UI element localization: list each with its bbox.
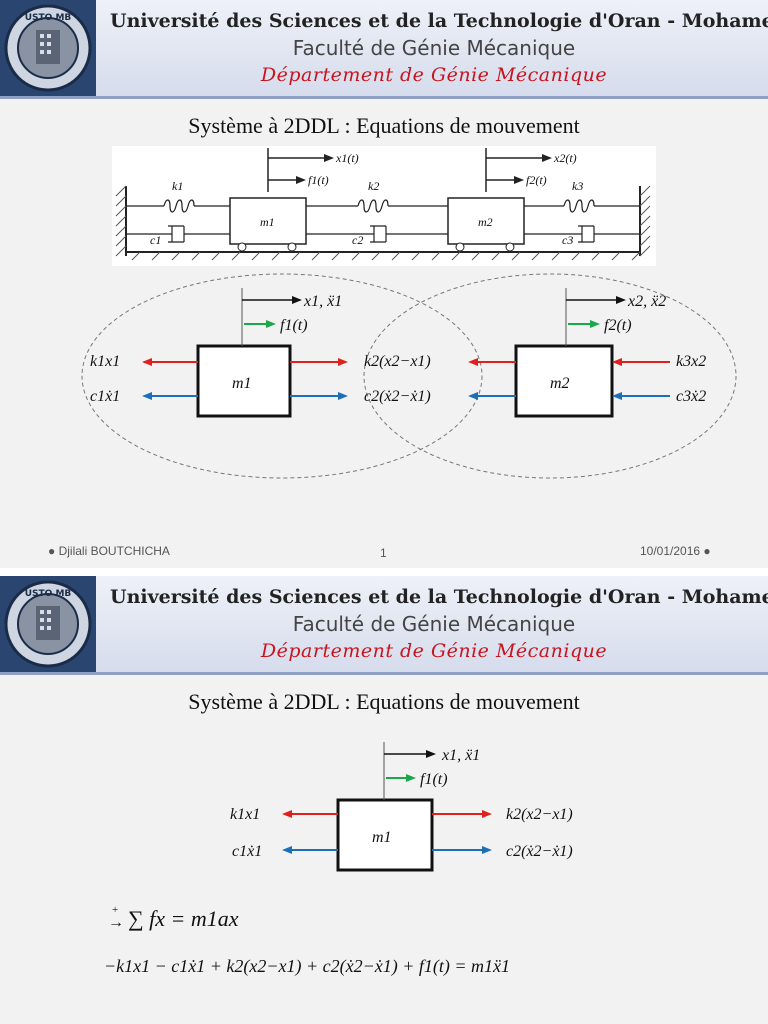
footer-page-number: 1 bbox=[380, 546, 387, 560]
svg-text:k1x1: k1x1 bbox=[230, 806, 260, 823]
mass-spring-damper-schematic: x1(t) f1(t) x2(t) f2(t) k1 k2 k3 c1 c2 c… bbox=[112, 146, 656, 266]
svg-text:f1(t): f1(t) bbox=[308, 173, 329, 187]
footer-date: 10/01/2016 ● bbox=[640, 544, 711, 558]
faculty-name: Faculté de Génie Mécanique bbox=[292, 36, 576, 60]
faculty-name: Faculté de Génie Mécanique bbox=[292, 612, 576, 636]
svg-text:c1ẋ1: c1ẋ1 bbox=[232, 843, 262, 860]
mass-1 bbox=[229, 197, 307, 245]
svg-text:k1x1: k1x1 bbox=[90, 353, 120, 370]
svg-text:c1ẋ1: c1ẋ1 bbox=[90, 388, 120, 405]
slide-title: Système à 2DDL : Equations de mouvement bbox=[188, 113, 580, 138]
svg-text:USTO MB: USTO MB bbox=[25, 589, 72, 599]
svg-text:x2(t): x2(t) bbox=[553, 151, 577, 165]
department-name: Département de Génie Mécanique bbox=[260, 640, 608, 662]
svg-text:x1, ẍ1: x1, ẍ1 bbox=[303, 293, 342, 310]
svg-text:c3ẋ2: c3ẋ2 bbox=[676, 388, 706, 405]
svg-text:x1, ẍ1: x1, ẍ1 bbox=[441, 747, 480, 764]
svg-text:c3: c3 bbox=[562, 233, 573, 247]
university-name: Université des Sciences et de la Technol… bbox=[110, 10, 768, 32]
svg-text:x1(t): x1(t) bbox=[335, 151, 359, 165]
svg-text:m1: m1 bbox=[232, 375, 252, 392]
svg-text:k2(x2−x1): k2(x2−x1) bbox=[364, 353, 431, 370]
university-name: Université des Sciences et de la Technol… bbox=[110, 586, 768, 608]
slide-header: USTO MB Université des Sciences et de la… bbox=[0, 0, 768, 99]
university-logo: USTO MB bbox=[0, 0, 96, 96]
sign-arrow: → bbox=[108, 914, 124, 931]
mass-2 bbox=[447, 197, 525, 245]
svg-text:k3x2: k3x2 bbox=[676, 353, 706, 370]
svg-text:k1: k1 bbox=[172, 179, 183, 193]
slide-title: Système à 2DDL : Equations de mouvement bbox=[188, 689, 580, 714]
free-body-diagrams: x1, ẍ1 f1(t) x2, ẍ2 f2(t) k1x1 c1ẋ1 k2(x… bbox=[81, 273, 737, 479]
svg-text:c1: c1 bbox=[150, 233, 161, 247]
svg-text:k2(x2−x1): k2(x2−x1) bbox=[506, 806, 573, 823]
svg-text:c2: c2 bbox=[352, 233, 363, 247]
slide-2: USTO MB Université des Sciences et de la… bbox=[0, 576, 768, 1024]
sum-of-forces-equation: ∑ fx = m1ax bbox=[128, 906, 239, 931]
svg-text:k3: k3 bbox=[572, 179, 583, 193]
slide-header: USTO MB Université des Sciences et de la… bbox=[0, 576, 768, 675]
svg-text:USTO MB: USTO MB bbox=[25, 13, 72, 23]
sign-convention: + bbox=[112, 904, 119, 916]
svg-text:k2: k2 bbox=[368, 179, 379, 193]
svg-text:m2: m2 bbox=[478, 215, 493, 229]
free-body-diagram-m1: x1, ẍ1 f1(t) k1x1 c1ẋ1 k2(x2−x1) c2(ẋ2−ẋ… bbox=[230, 742, 573, 872]
slide-1: USTO MB Université des Sciences et de la… bbox=[0, 0, 768, 568]
department-name: Département de Génie Mécanique bbox=[260, 64, 608, 86]
svg-text:f1(t): f1(t) bbox=[280, 317, 308, 334]
svg-text:x2, ẍ2: x2, ẍ2 bbox=[627, 293, 666, 310]
svg-text:f2(t): f2(t) bbox=[604, 317, 632, 334]
svg-text:m1: m1 bbox=[372, 829, 392, 846]
svg-text:c2(ẋ2−ẋ1): c2(ẋ2−ẋ1) bbox=[364, 388, 431, 405]
svg-text:c2(ẋ2−ẋ1): c2(ẋ2−ẋ1) bbox=[506, 843, 573, 860]
svg-text:m1: m1 bbox=[260, 215, 275, 229]
university-logo: USTO MB bbox=[0, 576, 96, 672]
svg-text:f2(t): f2(t) bbox=[526, 173, 547, 187]
svg-text:m2: m2 bbox=[550, 375, 570, 392]
footer-author: ● Djilali BOUTCHICHA bbox=[48, 544, 170, 558]
svg-text:f1(t): f1(t) bbox=[420, 771, 448, 788]
equation-of-motion: −k1x1 − c1ẋ1 + k2(x2−x1) + c2(ẋ2−ẋ1) + f… bbox=[104, 956, 511, 976]
